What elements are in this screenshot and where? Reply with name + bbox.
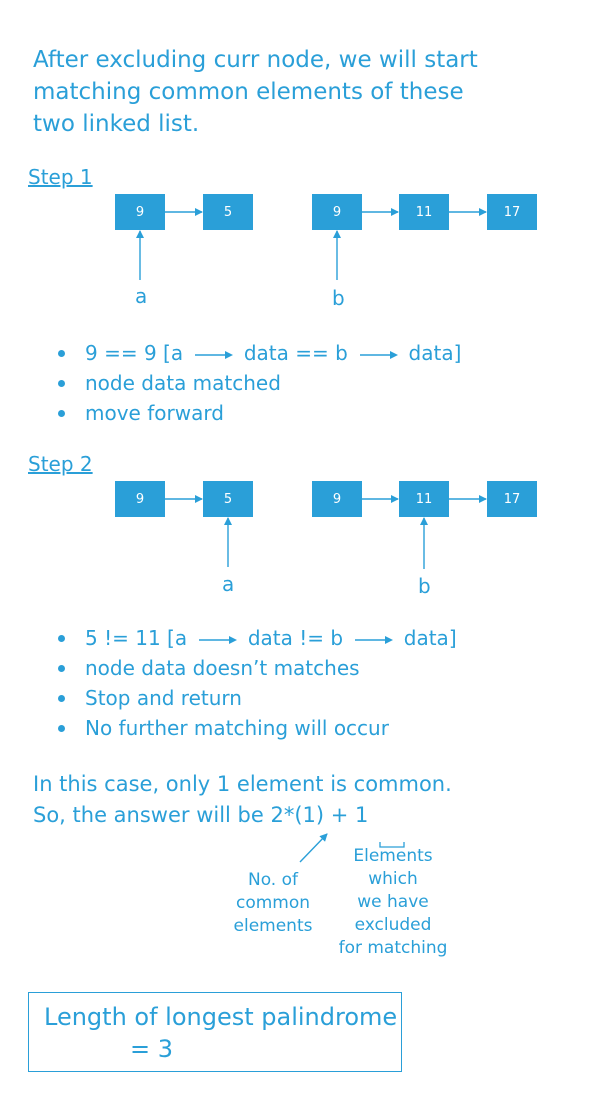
note-line: we have	[357, 892, 429, 912]
list-b-node: 17	[487, 194, 537, 230]
result-value: = 3	[130, 1035, 174, 1063]
bullet-dot	[58, 380, 65, 387]
summary-line-2: So, the answer will be 2*(1) + 1	[33, 799, 368, 831]
intro-line: After excluding curr node, we will start	[33, 47, 478, 73]
bullet-text: node data matched	[85, 371, 281, 395]
list-item: 5 != 11 [a data != b data]	[58, 623, 457, 653]
bullet-text: Stop and return	[85, 686, 242, 710]
note-line: elements	[233, 916, 313, 936]
list-item: No further matching will occur	[58, 713, 457, 743]
step-1-title: Step 1	[28, 165, 93, 189]
annotation-arrow	[299, 833, 328, 863]
bullet-dot	[58, 410, 65, 417]
list-item: 9 == 9 [a data == b data]	[58, 338, 461, 368]
list-item: node data matched	[58, 368, 461, 398]
bullet-text: 9 == 9 [a	[85, 341, 184, 365]
bullet-dot	[58, 695, 65, 702]
list-a-node: 9	[115, 194, 165, 230]
bullet-text: data != b	[247, 626, 344, 650]
list-b-node: 17	[487, 481, 537, 517]
summary-line-1: In this case, only 1 element is common.	[33, 772, 452, 796]
right-arrow-icon	[355, 635, 394, 644]
step-1-bullet-list: 9 == 9 [a data == b data] node data matc…	[58, 338, 461, 428]
bullet-text: data == b	[243, 341, 348, 365]
note-line: No. of	[247, 870, 298, 890]
pointer-b-label: b	[332, 286, 345, 310]
excluded-elements-note: Elements which we have excluded for matc…	[328, 845, 458, 960]
intro-line: matching common elements of these	[33, 79, 464, 105]
list-b-node: 9	[312, 194, 362, 230]
right-arrow-icon	[360, 350, 399, 359]
bracket	[379, 842, 405, 848]
list-b-node: 9	[312, 481, 362, 517]
bullet-dot	[58, 725, 65, 732]
pointer-a-label: a	[135, 284, 148, 308]
note-line: Elements	[353, 846, 433, 866]
note-line: excluded	[354, 915, 432, 935]
list-item: move forward	[58, 398, 461, 428]
step-2-title: Step 2	[28, 452, 93, 476]
bullet-dot	[58, 635, 65, 642]
list-a-node: 5	[203, 481, 253, 517]
step-2-bullet-list: 5 != 11 [a data != b data] node data doe…	[58, 623, 457, 743]
right-arrow-icon	[199, 635, 238, 644]
common-elements-note: No. of common elements	[218, 869, 328, 938]
result-label: Length of longest palindrome	[44, 1003, 398, 1031]
bullet-dot	[58, 665, 65, 672]
right-arrow-icon	[195, 350, 234, 359]
excluded-count: 1	[355, 803, 369, 827]
list-a-node: 5	[203, 194, 253, 230]
result-box: Length of longest palindrome = 3	[28, 992, 402, 1072]
bullet-dot	[58, 350, 65, 357]
list-a-node: 9	[115, 481, 165, 517]
note-line: common	[235, 893, 311, 913]
bullet-text: move forward	[85, 401, 224, 425]
note-line: which	[368, 869, 418, 889]
bullet-text: data]	[403, 626, 457, 650]
list-item: node data doesn’t matches	[58, 653, 457, 683]
list-b-node: 11	[399, 481, 449, 517]
note-line: for matching	[338, 938, 448, 958]
summary-line-2-text: So, the answer will be 2*(1) +	[33, 803, 356, 827]
intro-text: After excluding curr node, we will start…	[33, 44, 553, 140]
bullet-text: No further matching will occur	[85, 716, 389, 740]
pointer-a-label: a	[222, 572, 235, 596]
intro-line: two linked list.	[33, 111, 200, 137]
pointer-b-label: b	[418, 574, 431, 598]
list-item: Stop and return	[58, 683, 457, 713]
bullet-text: node data doesn’t matches	[85, 656, 360, 680]
list-b-node: 11	[399, 194, 449, 230]
bullet-text: data]	[408, 341, 462, 365]
bullet-text: 5 != 11 [a	[85, 626, 188, 650]
